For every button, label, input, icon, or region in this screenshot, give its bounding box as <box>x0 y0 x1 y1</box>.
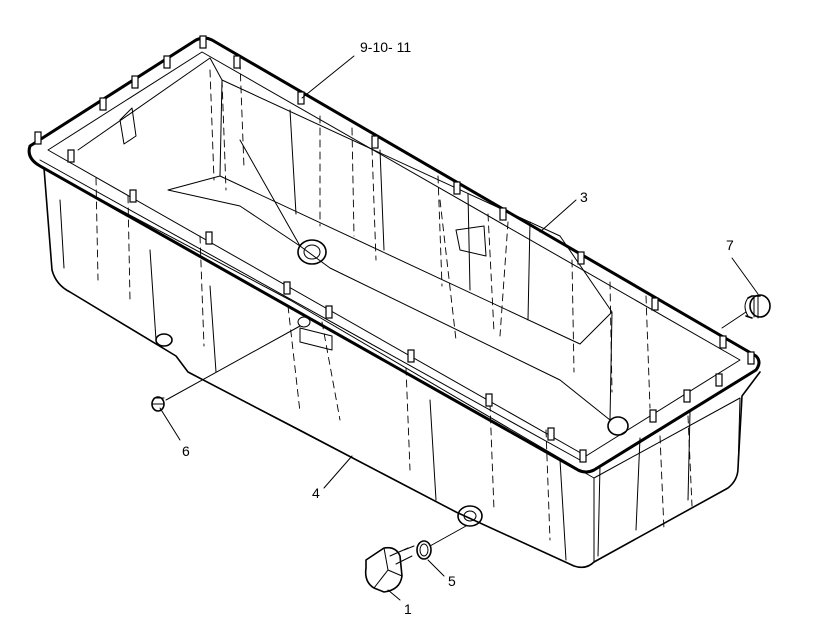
callout-4: 4 <box>312 485 320 501</box>
oil-pan-gasket <box>27 36 761 474</box>
callout-6: 6 <box>182 443 190 459</box>
callout-3: 3 <box>580 189 588 205</box>
drain-plug-1 <box>364 545 415 593</box>
gasket-inner <box>47 51 741 457</box>
callout-leaders <box>159 55 759 601</box>
seal-5 <box>416 525 467 560</box>
plug-6 <box>151 325 301 412</box>
oil-pan-front-face <box>59 199 691 561</box>
oil-pan-body-outline <box>43 167 761 569</box>
oil-pan <box>43 57 761 569</box>
callout-7: 7 <box>726 237 734 253</box>
flange-studs <box>34 35 755 463</box>
drain-boss <box>457 505 483 527</box>
hidden-lines <box>95 61 693 541</box>
oil-pan-lower-ledge <box>69 291 457 513</box>
oil-pan-right-face <box>593 397 741 479</box>
callout-9-10-11: 9-10- 11 <box>360 39 411 55</box>
gasket-outer <box>27 36 761 474</box>
plug-7 <box>721 294 771 329</box>
oil-pan-interior <box>77 57 613 421</box>
callout-1: 1 <box>404 601 412 617</box>
callout-5: 5 <box>448 573 456 589</box>
